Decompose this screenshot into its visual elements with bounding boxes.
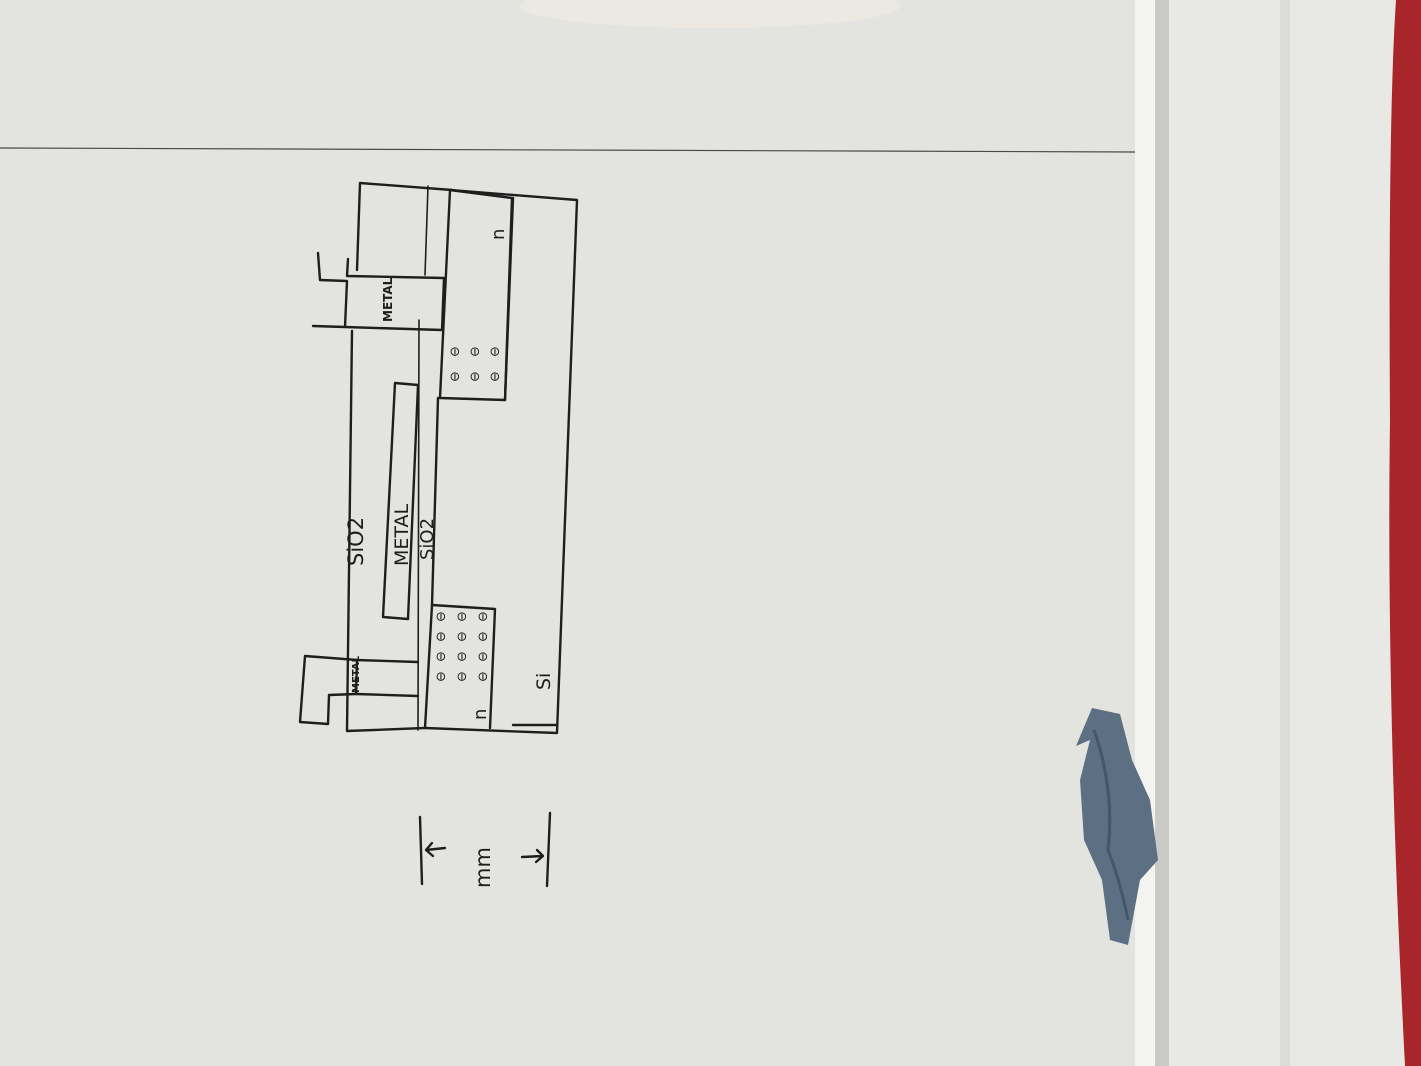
electron-symbol: ⊖ bbox=[455, 651, 470, 662]
whiteboard-frame bbox=[1135, 0, 1155, 1066]
wall-trim bbox=[1280, 0, 1290, 1066]
electron-symbol: ⊖ bbox=[434, 611, 449, 622]
label-n-left: n bbox=[470, 709, 491, 720]
electron-symbol: ⊖ bbox=[455, 631, 470, 642]
label-sio2-top: SiO2 bbox=[344, 517, 368, 566]
electron-symbol: ⊖ bbox=[468, 346, 483, 357]
label-scale-unit: mm bbox=[471, 847, 495, 888]
electron-symbol: ⊖ bbox=[476, 651, 491, 662]
electron-symbol: ⊖ bbox=[434, 631, 449, 642]
electron-symbol: ⊖ bbox=[434, 671, 449, 682]
electron-symbol: ⊖ bbox=[488, 346, 503, 357]
electron-symbol: ⊖ bbox=[448, 371, 463, 382]
electron-symbol: ⊖ bbox=[476, 631, 491, 642]
electron-symbol: ⊖ bbox=[468, 371, 483, 382]
label-metal-gate: METAL bbox=[391, 503, 413, 566]
frame-shadow bbox=[1155, 0, 1169, 1066]
wall bbox=[1169, 0, 1421, 1066]
electron-symbol: ⊖ bbox=[448, 346, 463, 357]
whiteboard-surface bbox=[0, 0, 1140, 1066]
label-metal-right: METAL bbox=[381, 277, 395, 322]
electron-symbol: ⊖ bbox=[455, 611, 470, 622]
electron-symbol: ⊖ bbox=[488, 371, 503, 382]
electron-symbol: ⊖ bbox=[476, 611, 491, 622]
electron-symbol: ⊖ bbox=[434, 651, 449, 662]
label-sio2-gate: SiO2 bbox=[417, 518, 438, 560]
label-n-right: n bbox=[488, 229, 509, 240]
electron-symbol: ⊖ bbox=[455, 671, 470, 682]
electron-symbol: ⊖ bbox=[476, 671, 491, 682]
label-si-substrate: Si bbox=[533, 673, 555, 690]
label-metal-left: METAL bbox=[351, 655, 362, 693]
